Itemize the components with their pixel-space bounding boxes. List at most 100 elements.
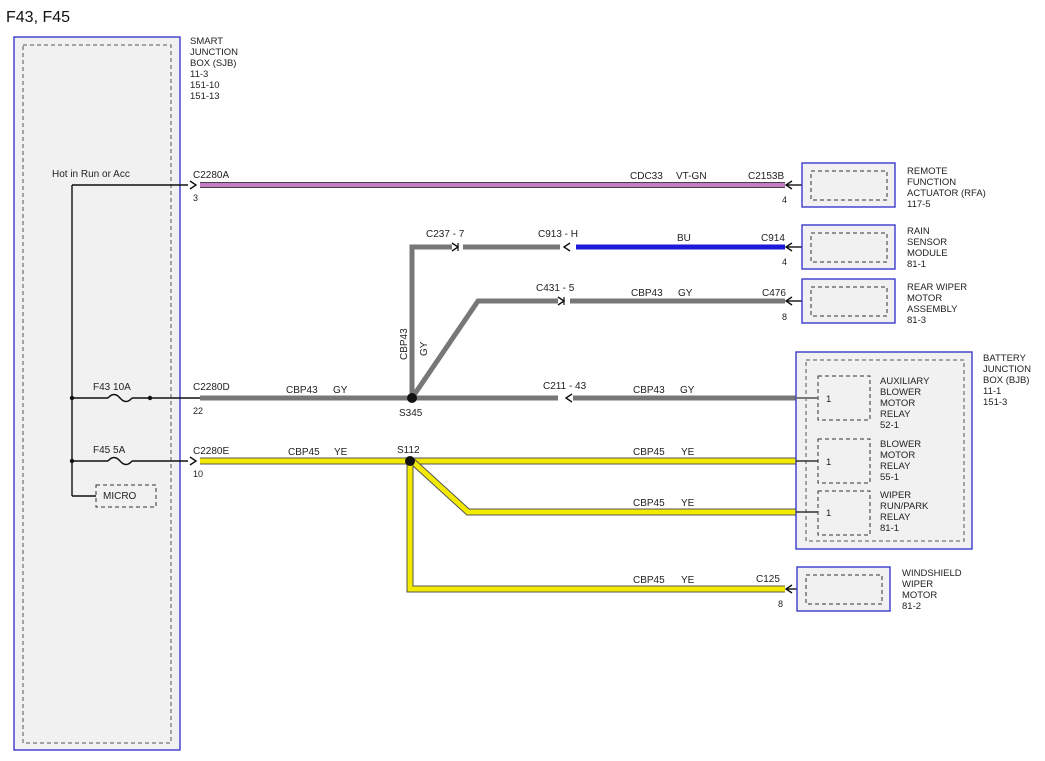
rear-color: GY: [678, 288, 693, 299]
f45-label: F45 5A: [93, 445, 126, 456]
c2153b-connector: C2153B: [748, 171, 784, 182]
c2280d-circuit: CBP43: [286, 385, 318, 396]
svg-text:RELAY: RELAY: [880, 409, 911, 420]
wiper-run-park-relay: 1 WIPER RUN/PARK RELAY 81-1: [817, 490, 929, 536]
c211-label: C211 - 43: [543, 381, 587, 392]
vt-gn-color: VT-GN: [676, 171, 707, 182]
svg-text:MOTOR: MOTOR: [907, 293, 942, 304]
c2280a-connector-icon: [189, 180, 198, 190]
svg-text:BLOWER: BLOWER: [880, 439, 921, 450]
svg-text:JUNCTION: JUNCTION: [983, 364, 1031, 375]
ye-branch-2-color: YE: [681, 498, 695, 509]
svg-text:JUNCTION: JUNCTION: [190, 47, 238, 58]
ye-branch-1-color: YE: [681, 447, 695, 458]
sjb-label: SMART JUNCTION BOX (SJB) 11-3 151-10 151…: [190, 36, 238, 102]
ye-branch-3-color: YE: [681, 575, 695, 586]
svg-text:MODULE: MODULE: [907, 248, 948, 259]
wire-cbp43-gy: [200, 244, 800, 401]
svg-text:FUNCTION: FUNCTION: [907, 177, 956, 188]
svg-text:81-2: 81-2: [902, 601, 921, 612]
micro-label: MICRO: [103, 491, 137, 502]
svg-text:SMART: SMART: [190, 36, 223, 47]
c125-connector: C125: [756, 574, 780, 585]
svg-text:81-1: 81-1: [880, 523, 899, 534]
ye-branch-2-circuit: CBP45: [633, 498, 665, 509]
svg-text:ASSEMBLY: ASSEMBLY: [907, 304, 958, 315]
c2280d-connector: C2280D: [193, 382, 230, 393]
rear-circuit: CBP43: [631, 288, 663, 299]
svg-text:WIPER: WIPER: [880, 490, 911, 501]
splice-s345: [407, 393, 417, 403]
rain-sensor-module: RAIN SENSOR MODULE 81-1: [801, 224, 948, 270]
page-title: F43, F45: [6, 9, 70, 26]
svg-text:1: 1: [826, 394, 831, 405]
module-connector-icons: [784, 180, 802, 594]
s345-label: S345: [399, 408, 423, 419]
sjb-outline: [13, 36, 181, 751]
c2280e-connector-icon: [189, 456, 198, 466]
battery-junction-box: BATTERY JUNCTION BOX (BJB) 11-1 151-3 1 …: [795, 351, 1031, 550]
c2280e-connector: C2280E: [193, 446, 229, 457]
svg-text:117-5: 117-5: [907, 199, 931, 210]
c2280d-color: GY: [333, 385, 348, 396]
ye-branch-1-circuit: CBP45: [633, 447, 665, 458]
svg-text:11-3: 11-3: [190, 69, 208, 80]
svg-text:MOTOR: MOTOR: [880, 450, 915, 461]
svg-text:RELAY: RELAY: [880, 512, 911, 523]
svg-text:SENSOR: SENSOR: [907, 237, 947, 248]
svg-text:ACTUATOR (RFA): ACTUATOR (RFA): [907, 188, 986, 199]
svg-text:REAR WIPER: REAR WIPER: [907, 282, 967, 293]
smart-junction-box: SMART JUNCTION BOX (SJB) 11-3 151-10 151…: [13, 36, 238, 751]
svg-text:BOX (SJB): BOX (SJB): [190, 58, 236, 69]
svg-text:151-13: 151-13: [190, 91, 220, 102]
vertical-circuit: CBP43: [399, 328, 410, 360]
svg-text:81-1: 81-1: [907, 259, 926, 270]
c2280e-pin: 10: [193, 469, 203, 479]
micro-box: [95, 484, 157, 508]
inline-connector-icons: [451, 242, 573, 403]
ye-branch-3-circuit: CBP45: [633, 575, 665, 586]
s112-label: S112: [397, 445, 420, 456]
c476-pin: 8: [782, 312, 787, 322]
splice-s112: [405, 456, 415, 466]
c237-label: C237 - 7: [426, 229, 465, 240]
svg-text:WIPER: WIPER: [902, 579, 933, 590]
bjb-feed-color: GY: [680, 385, 695, 396]
bu-color: BU: [677, 233, 691, 244]
f43-label: F43 10A: [93, 382, 131, 393]
svg-text:151-10: 151-10: [190, 80, 220, 91]
svg-text:RAIN: RAIN: [907, 226, 930, 237]
svg-text:151-3: 151-3: [983, 397, 1007, 408]
rfa-module: REMOTE FUNCTION ACTUATOR (RFA) 117-5: [801, 162, 986, 210]
rear-wiper-motor: REAR WIPER MOTOR ASSEMBLY 81-3: [801, 278, 967, 326]
c914-connector: C914: [761, 233, 785, 244]
c125-pin: 8: [778, 599, 783, 609]
svg-text:81-3: 81-3: [907, 315, 926, 326]
svg-text:REMOTE: REMOTE: [907, 166, 948, 177]
c2280d-pin: 22: [193, 406, 203, 416]
svg-text:11-1: 11-1: [983, 386, 1001, 397]
c914-pin: 4: [782, 257, 787, 267]
windshield-wiper-motor: WINDSHIELD WIPER MOTOR 81-2: [796, 566, 962, 612]
c431-label: C431 - 5: [536, 283, 575, 294]
svg-text:WINDSHIELD: WINDSHIELD: [902, 568, 962, 579]
fuse-f45-symbol: [107, 456, 133, 466]
svg-text:52-1: 52-1: [880, 420, 899, 431]
svg-text:BATTERY: BATTERY: [983, 353, 1027, 364]
c2280a-pin: 3: [193, 193, 198, 203]
fuse-f43-symbol: [107, 393, 133, 403]
c476-connector: C476: [762, 288, 786, 299]
svg-text:BLOWER: BLOWER: [880, 387, 921, 398]
svg-text:RUN/PARK: RUN/PARK: [880, 501, 929, 512]
c2280a-connector: C2280A: [193, 170, 229, 181]
c913-label: C913 - H: [538, 229, 578, 240]
svg-text:MOTOR: MOTOR: [880, 398, 915, 409]
svg-text:55-1: 55-1: [880, 472, 899, 483]
svg-text:MOTOR: MOTOR: [902, 590, 937, 601]
c2280e-color: YE: [334, 447, 348, 458]
svg-text:AUXILIARY: AUXILIARY: [880, 376, 930, 387]
c2153b-pin: 4: [782, 195, 787, 205]
cdc33-circuit: CDC33: [630, 171, 663, 182]
wire-cbp45-ye: [200, 457, 800, 593]
